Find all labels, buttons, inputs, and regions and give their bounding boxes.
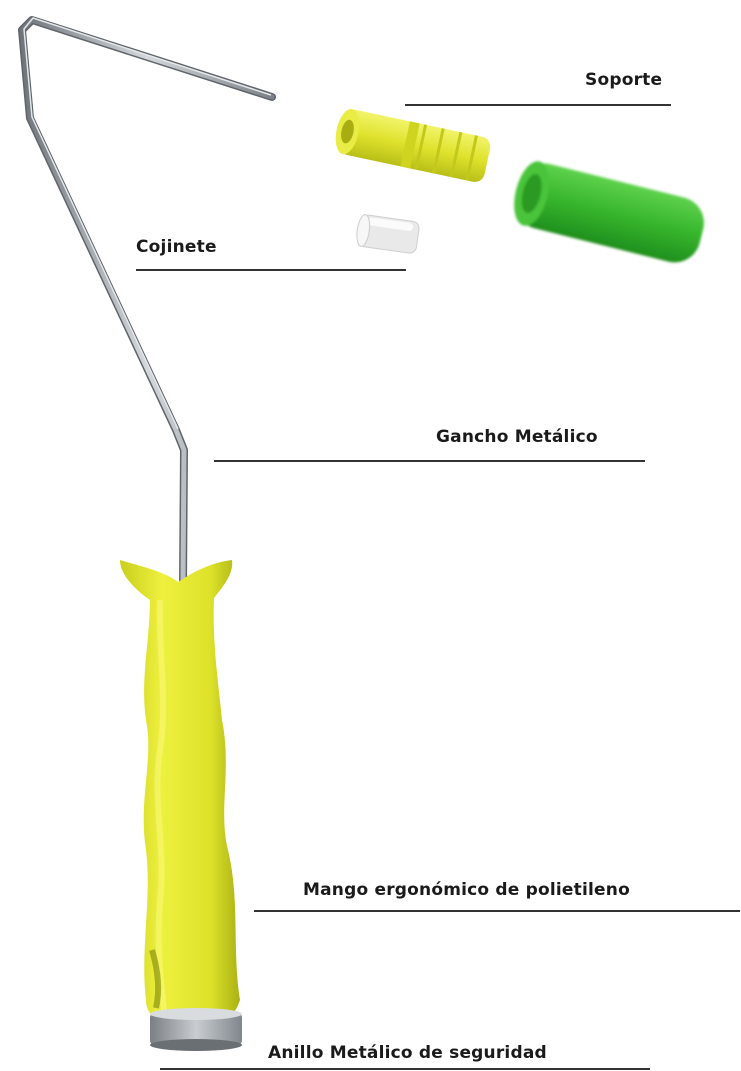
- bearing-icon: [355, 214, 420, 254]
- leader-line-soporte: [405, 104, 671, 106]
- leader-line-anillo: [160, 1068, 650, 1070]
- safety-ring-icon: [150, 1008, 242, 1051]
- ergonomic-handle-icon: [120, 560, 240, 1018]
- label-cojinete: Cojinete: [136, 237, 217, 257]
- leader-line-gancho: [214, 460, 645, 462]
- label-anillo: Anillo Metálico de seguridad: [268, 1043, 547, 1063]
- label-mango: Mango ergonómico de polietileno: [303, 880, 630, 900]
- leader-line-mango: [254, 910, 740, 912]
- support-sleeve-icon: [332, 107, 492, 184]
- metal-hook-icon: [22, 18, 272, 585]
- leader-line-cojinete: [136, 269, 406, 271]
- label-soporte: Soporte: [585, 70, 662, 90]
- roller-cover-icon: [508, 158, 709, 268]
- label-gancho: Gancho Metálico: [436, 427, 598, 447]
